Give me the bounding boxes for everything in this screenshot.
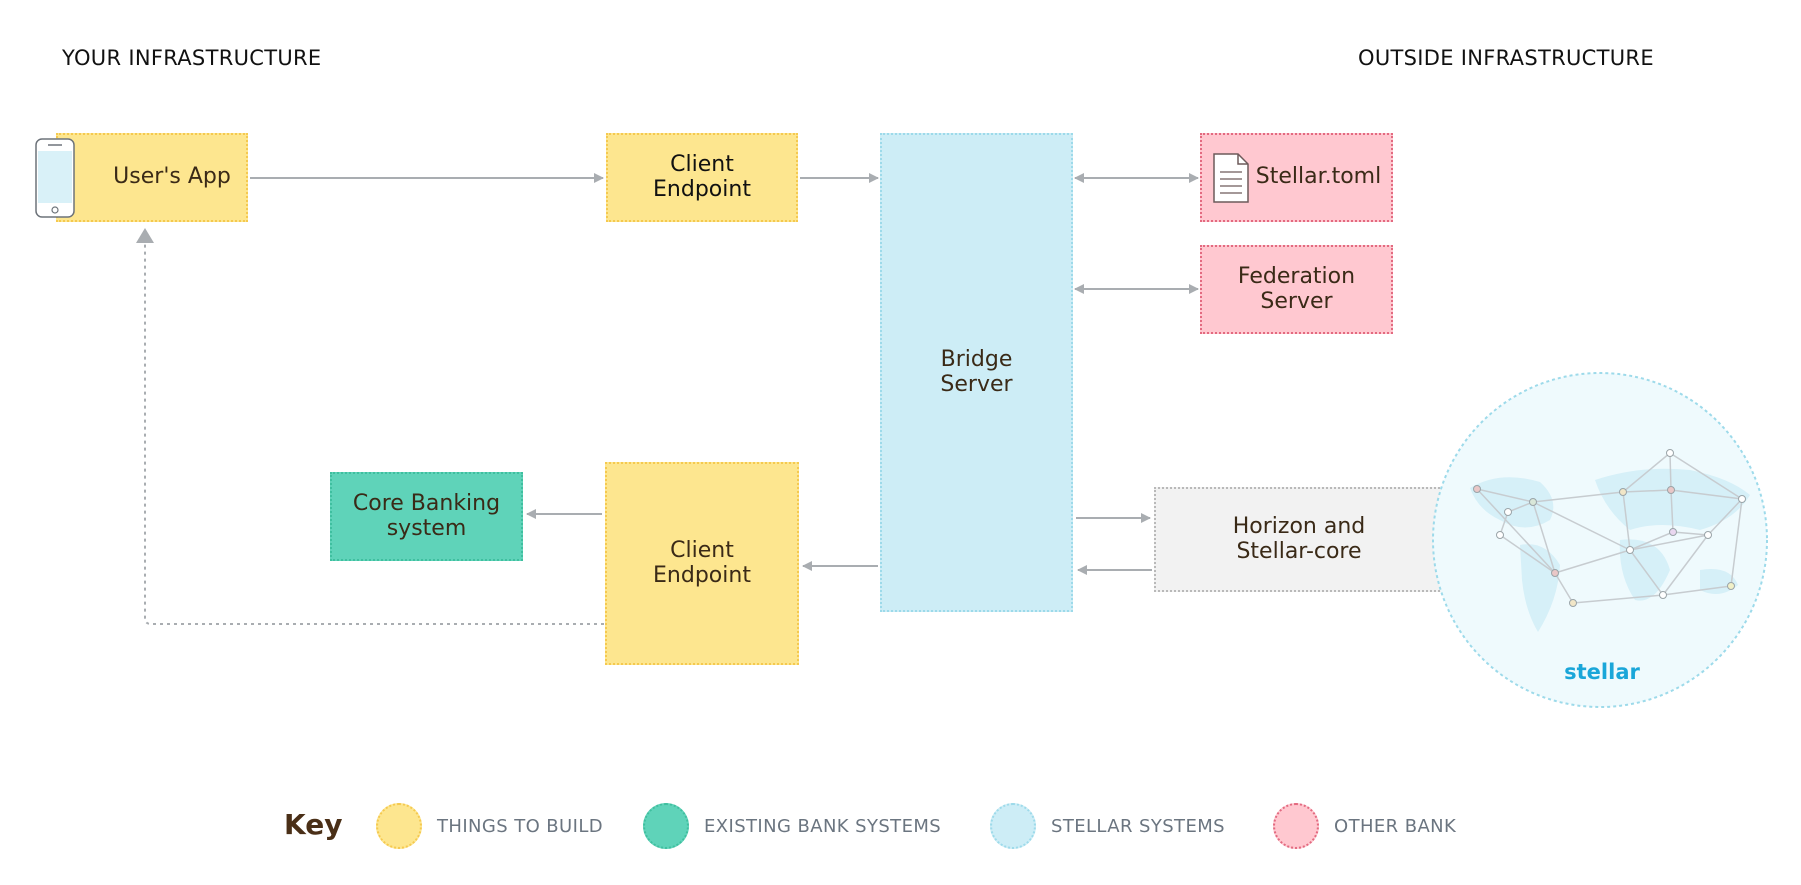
stellar-network-globe	[1432, 372, 1768, 708]
network-node	[1619, 488, 1627, 496]
stellar-logo-text: stellar	[1564, 660, 1640, 684]
network-node	[1738, 495, 1746, 503]
key-label-stellar: STELLAR SYSTEMS	[1051, 816, 1225, 837]
key-swatch-bank	[643, 803, 689, 849]
network-node	[1529, 498, 1537, 506]
key-swatch-stellar	[990, 803, 1036, 849]
key-swatch-other-bank	[1273, 803, 1319, 849]
key-label-other-bank: OTHER BANK	[1334, 816, 1457, 837]
dotted-return-arrowhead	[136, 228, 154, 243]
bridge-server-label: Bridge Server	[940, 347, 1013, 397]
client-endpoint-top-node: Client Endpoint	[606, 133, 798, 222]
client-endpoint-top-label: Client Endpoint	[653, 152, 751, 202]
horizon-label: Horizon and Stellar-core	[1232, 514, 1366, 564]
document-icon	[1213, 153, 1249, 203]
key-label-bank: EXISTING BANK SYSTEMS	[704, 816, 942, 837]
stellar-toml-label: Stellar.toml	[1255, 164, 1382, 190]
users-app-node: User's App	[56, 133, 248, 222]
network-node	[1667, 486, 1675, 494]
core-banking-label: Core Banking system	[352, 491, 501, 541]
network-node	[1626, 546, 1634, 554]
federation-server-label: Federation Server	[1237, 264, 1356, 314]
your-infrastructure-heading: YOUR INFRASTRUCTURE	[62, 46, 322, 70]
network-node	[1727, 582, 1735, 590]
network-node	[1569, 599, 1577, 607]
horizon-node: Horizon and Stellar-core	[1154, 487, 1444, 592]
network-node	[1496, 531, 1504, 539]
network-node	[1504, 508, 1512, 516]
dotted-return-path	[144, 232, 604, 625]
key-label-build: THINGS TO BUILD	[437, 816, 604, 837]
stellar-toml-node: Stellar.toml	[1200, 133, 1393, 222]
network-node	[1659, 591, 1667, 599]
key-swatch-build	[376, 803, 422, 849]
key-title: Key	[284, 808, 343, 841]
network-node	[1704, 531, 1712, 539]
core-banking-node: Core Banking system	[330, 472, 523, 561]
client-endpoint-bottom-node: Client Endpoint	[605, 462, 799, 665]
network-node	[1669, 528, 1677, 536]
client-endpoint-bottom-label: Client Endpoint	[653, 538, 751, 588]
network-node	[1551, 569, 1559, 577]
federation-server-node: Federation Server	[1200, 245, 1393, 334]
users-app-label: User's App	[113, 164, 231, 190]
network-node	[1666, 449, 1674, 457]
phone-icon	[35, 138, 75, 218]
network-node	[1473, 485, 1481, 493]
bridge-server-node: Bridge Server	[880, 133, 1073, 612]
outside-infrastructure-heading: OUTSIDE INFRASTRUCTURE	[1358, 46, 1654, 70]
